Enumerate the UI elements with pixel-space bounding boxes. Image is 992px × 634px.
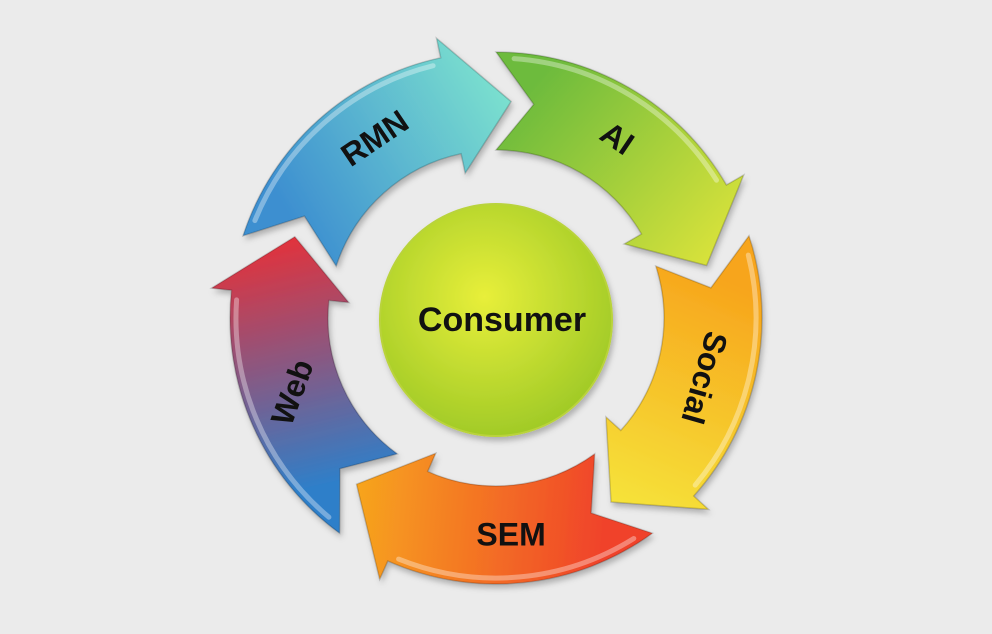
- center-label: Consumer: [418, 301, 586, 339]
- arrow-sheen-social: [692, 252, 759, 488]
- arrow-sheen-rmn: [252, 63, 436, 224]
- arrow-segment-rmn: [241, 36, 513, 268]
- arrow-sheen-web: [233, 297, 332, 520]
- arrows-layer: [209, 36, 763, 585]
- arrow-sheen-sem: [396, 536, 637, 581]
- arrow-segment-web: [209, 235, 400, 535]
- arrow-sheen-ai: [511, 56, 719, 183]
- arrow-segment-ai: [494, 51, 746, 267]
- segment-label-sem: SEM: [476, 517, 545, 553]
- arrow-segment-sem: [355, 451, 655, 585]
- consumer-circle: [379, 203, 613, 437]
- arrow-segment-social: [605, 234, 763, 511]
